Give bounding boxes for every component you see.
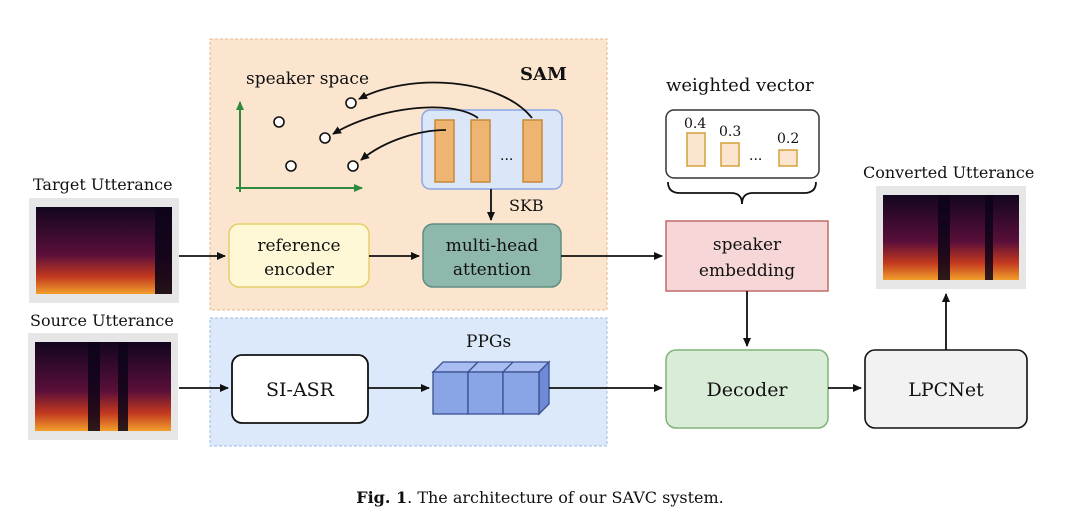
spectrogram-silence [155,207,172,294]
spectrogram-silence [118,342,128,431]
weight-1: 0.4 [684,116,706,132]
converted-utterance-label: Converted Utterance [863,163,1034,182]
speaker-point [273,116,285,128]
weight-ellipsis: ... [749,148,762,164]
decoder-label: Decoder [706,379,788,401]
skb-bar [522,119,543,183]
speaker-point [319,132,331,144]
brace [667,181,817,205]
speaker-point [285,160,297,172]
weight-2: 0.3 [719,124,741,140]
speaker-embedding-line2: embedding [699,261,795,281]
lpcnet-label: LPCNet [908,379,984,401]
target-utterance-label: Target Utterance [33,175,173,194]
weight-bar [686,132,706,167]
skb-bar [470,119,491,183]
weight-bar [778,149,798,167]
skb-to-space-arrow [360,129,447,161]
si-asr-block [231,354,369,424]
si-asr-label: SI-ASR [266,379,335,401]
speaker-point [347,160,359,172]
speaker-point [345,97,357,109]
speaker-embedding-block [665,220,829,292]
weight-bar [720,142,740,167]
spectrogram-silence [985,195,993,280]
skb-to-space-arrow [358,81,533,119]
ppgs-label: PPGs [466,332,511,352]
source-spectrogram [35,342,171,431]
spectrogram-silence [938,195,950,280]
ppg-cubes [431,360,551,416]
skb-label: SKB [509,196,544,215]
caption-label: Fig. 1 [356,488,407,507]
mha-line2: attention [453,260,531,280]
target-spectrogram [36,207,172,294]
converted-spectrogram [883,195,1019,280]
speaker-space-label: speaker space [246,69,369,89]
reference-encoder-line2: encoder [264,260,335,280]
speaker-embedding-line1: speaker [713,235,782,255]
weight-3: 0.2 [777,131,799,147]
weighted-vector-title: weighted vector [666,75,814,96]
figure-caption: Fig. 1. The architecture of our SAVC sys… [356,488,724,507]
skb-to-space-arrow [332,106,479,135]
skb-bar [434,119,455,183]
reference-encoder-line1: reference [257,236,340,256]
mha-line1: multi-head [446,236,539,256]
skb-ellipsis: ... [500,148,513,164]
source-utterance-label: Source Utterance [30,311,174,330]
caption-text: . The architecture of our SAVC system. [407,488,724,507]
spectrogram-silence [88,342,100,431]
sam-title: SAM [520,64,567,85]
decoder-block [665,349,829,429]
